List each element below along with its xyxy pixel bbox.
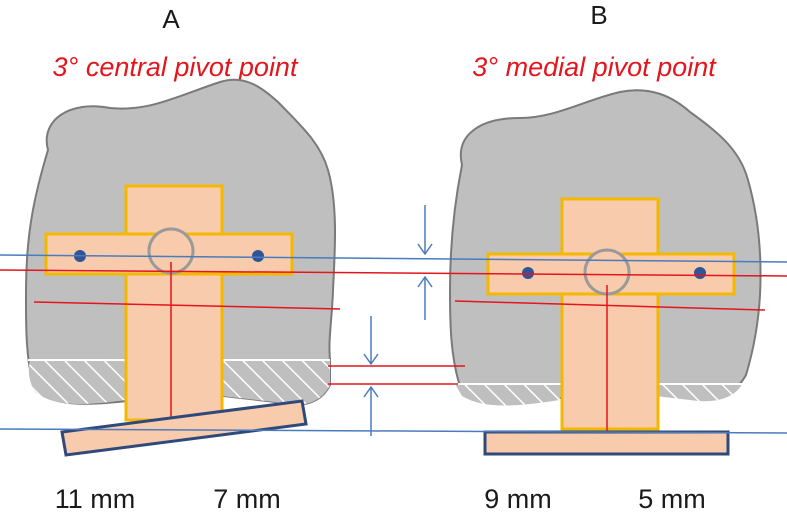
panel-a-red-line [33,301,341,310]
panel-b-measure-right: 5 mm [638,484,706,514]
panel-b-stem [560,197,660,431]
panel-b-red-line [454,300,766,311]
upper-arrow-up-head [417,275,433,288]
panel-b-letter: B [590,0,607,30]
lower-arrow-up-head [363,385,379,398]
panel-a-measure-right: 7 mm [213,484,281,514]
panel-b-title: 3° medial pivot point [472,52,717,82]
panel-a-pin-right [252,250,264,262]
panel-a: A 3° central pivot point 11 mm 7 mm [24,4,341,514]
panel-a-hatched-right [222,360,330,405]
reference-lines [0,254,787,434]
panel-a-title: 3° central pivot point [53,52,299,82]
panel-b-pin-right [694,267,706,279]
lower-arrow-down-head [363,353,379,366]
upper-arrow-down-head [417,243,433,256]
upper-red-line [0,269,787,277]
bottom-blue-line [0,428,787,434]
panel-a-hatched-left [28,360,126,404]
panel-b-pin-left [522,267,534,279]
panel-a-measure-left: 11 mm [55,484,136,514]
panel-a-stem [124,184,224,422]
panel-b-measure-left: 9 mm [484,484,552,514]
dimension-arrows [363,205,433,436]
panel-a-tibial-plate [60,399,308,457]
panel-b-hatched-left [455,384,560,406]
panel-a-letter: A [162,4,180,34]
upper-blue-line [0,254,787,263]
panel-b: B 3° medial pivot point 9 mm 5 mm [448,0,766,514]
panel-b-hatched-right [655,384,742,402]
panel-b-tibial-plate [483,430,730,456]
